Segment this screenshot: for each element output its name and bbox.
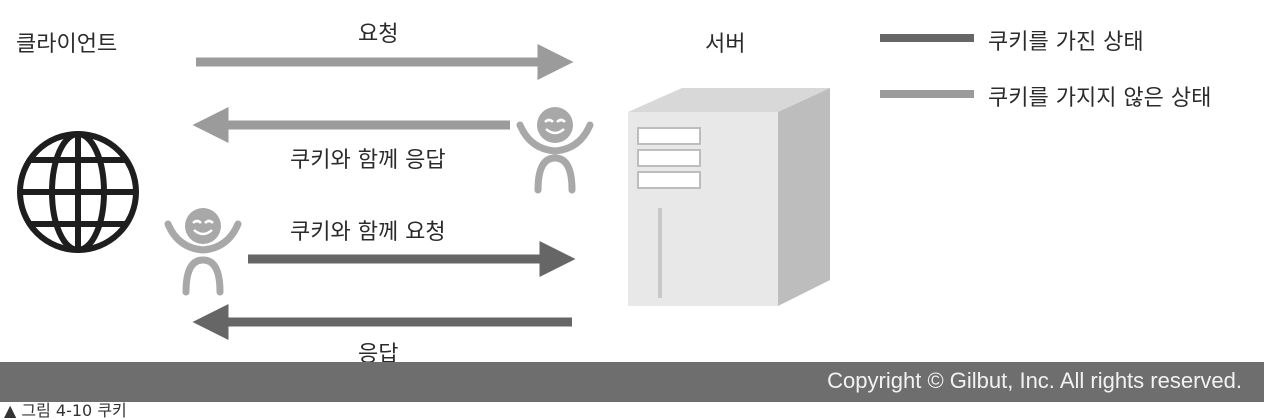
copyright-text: Copyright © Gilbut, Inc. All rights rese… — [827, 368, 1242, 393]
request-with-cookie-label: 쿠키와 함께 요청 — [290, 220, 446, 245]
response-with-cookie-label: 쿠키와 함께 응답 — [290, 148, 446, 173]
cookie-character-icon — [516, 107, 594, 194]
server-icon — [628, 88, 830, 306]
globe-icon — [17, 131, 139, 253]
legend-with-cookie-swatch — [880, 34, 974, 42]
cookie-character-icon — [164, 208, 242, 296]
copyright-bar: Copyright © Gilbut, Inc. All rights rese… — [0, 362, 1264, 402]
server-label: 서버 — [705, 32, 746, 57]
legend-without-cookie-swatch — [880, 90, 974, 98]
figure-caption: ▲ 그림 4-10 쿠키 — [4, 401, 127, 420]
legend-with-cookie-label: 쿠키를 가진 상태 — [988, 30, 1144, 55]
legend-without-cookie-label: 쿠키를 가지지 않은 상태 — [988, 86, 1212, 111]
request-label: 요청 — [358, 22, 399, 47]
cookie-diagram: 클라이언트 요청 서버 쿠키와 함께 응답 쿠키와 함께 요청 응답 쿠키를 가… — [16, 22, 1212, 367]
diagram-art — [17, 44, 830, 340]
client-label: 클라이언트 — [16, 32, 118, 57]
